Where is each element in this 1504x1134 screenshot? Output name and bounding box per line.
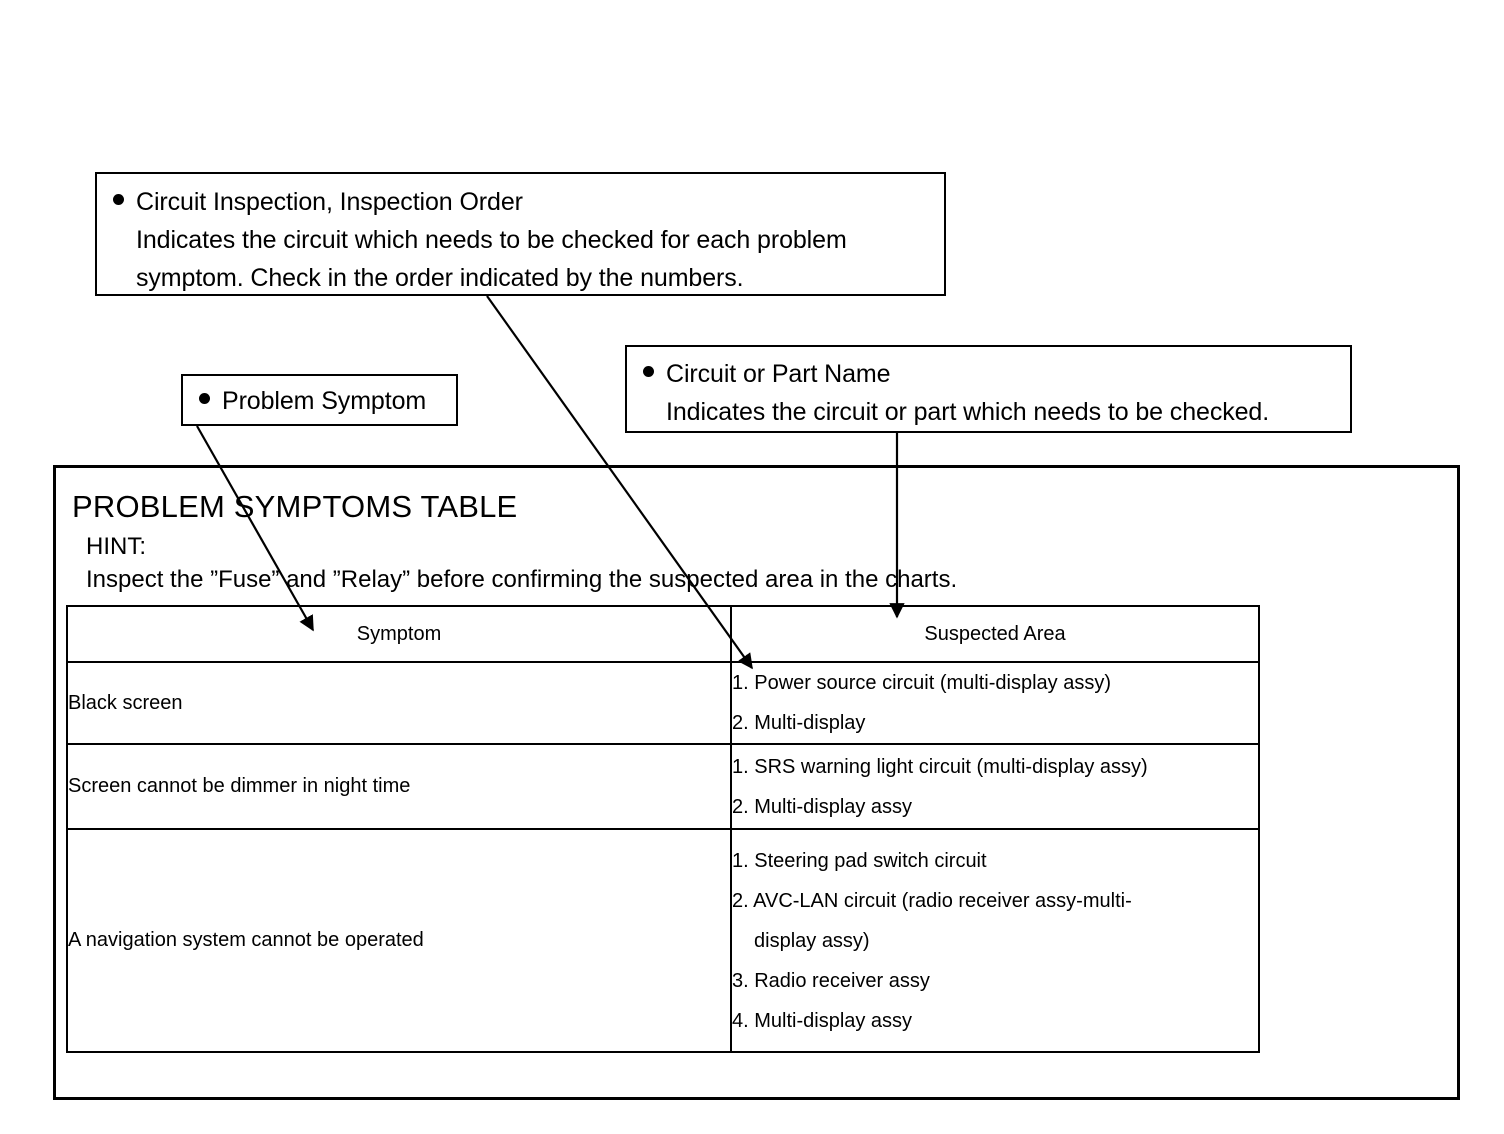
bullet-dot-icon bbox=[113, 194, 124, 205]
callout-body-line-1: Indicates the circuit which needs to be … bbox=[136, 226, 847, 254]
callout-circuit-inspection: Circuit Inspection, Inspection Order Ind… bbox=[95, 172, 946, 296]
hint-label: HINT: bbox=[86, 533, 146, 560]
callout-bullet-row: Circuit Inspection, Inspection Order bbox=[113, 183, 944, 221]
suspected-list: 1. SRS warning light circuit (multi-disp… bbox=[732, 747, 1258, 827]
list-item: 1. Steering pad switch circuit bbox=[732, 849, 987, 872]
column-header-suspected-area: Suspected Area bbox=[730, 605, 1260, 663]
callout-problem-symptom: Problem Symptom bbox=[181, 374, 458, 426]
callout-bullet-row: Circuit or Part Name bbox=[643, 355, 1350, 393]
suspected-list: 1. Power source circuit (multi-display a… bbox=[732, 663, 1258, 743]
table-row: A navigation system cannot be operated 1… bbox=[66, 828, 1260, 1053]
callout-title: Problem Symptom bbox=[222, 387, 427, 415]
list-item: 2. Multi-display bbox=[732, 712, 866, 734]
list-item: 2. Multi-display assy bbox=[732, 795, 913, 818]
problem-symptoms-table: Symptom Suspected Area Black screen 1. P… bbox=[66, 605, 1260, 1053]
list-item: 1. SRS warning light circuit (multi-disp… bbox=[732, 755, 1148, 778]
cell-symptom: Screen cannot be dimmer in night time bbox=[66, 743, 732, 830]
hint-text: Inspect the ”Fuse” and ”Relay” before co… bbox=[86, 566, 958, 593]
bullet-dot-icon bbox=[643, 366, 654, 377]
page-title: PROBLEM SYMPTOMS TABLE bbox=[72, 489, 518, 524]
callout-title: Circuit Inspection, Inspection Order bbox=[136, 188, 523, 216]
list-item: 2. AVC-LAN circuit (radio receiver assy-… bbox=[732, 889, 1132, 912]
column-header-symptom: Symptom bbox=[66, 605, 732, 663]
list-item: 4. Multi-display assy bbox=[732, 1009, 913, 1032]
list-item-continuation-text: display assy) bbox=[754, 929, 870, 952]
list-item: 3. Radio receiver assy bbox=[732, 969, 930, 992]
cell-suspected-area: 1. Steering pad switch circuit 2. AVC-LA… bbox=[730, 828, 1260, 1053]
cell-suspected-area: 1. SRS warning light circuit (multi-disp… bbox=[730, 743, 1260, 830]
cell-suspected-area: 1. Power source circuit (multi-display a… bbox=[730, 661, 1260, 745]
callout-bullet-row: Problem Symptom bbox=[199, 382, 456, 420]
callout-circuit-or-part-name: Circuit or Part Name Indicates the circu… bbox=[625, 345, 1352, 433]
table-header-row: Symptom Suspected Area bbox=[66, 605, 1260, 663]
callout-body-line-2: symptom. Check in the order indicated by… bbox=[136, 264, 744, 292]
table-row: Black screen 1. Power source circuit (mu… bbox=[66, 661, 1260, 745]
table-row: Screen cannot be dimmer in night time 1.… bbox=[66, 743, 1260, 830]
list-item: 1. Power source circuit (multi-display a… bbox=[732, 672, 1111, 694]
callout-title: Circuit or Part Name bbox=[666, 360, 891, 388]
cell-symptom: Black screen bbox=[66, 661, 732, 745]
cell-symptom: A navigation system cannot be operated bbox=[66, 828, 732, 1053]
list-item-continuation: display assy) bbox=[732, 921, 1258, 961]
suspected-list: 1. Steering pad switch circuit 2. AVC-LA… bbox=[732, 841, 1258, 1041]
bullet-dot-icon bbox=[199, 393, 210, 404]
problem-symptoms-frame bbox=[53, 465, 1460, 1100]
callout-body-line-1: Indicates the circuit or part which need… bbox=[666, 398, 1270, 426]
